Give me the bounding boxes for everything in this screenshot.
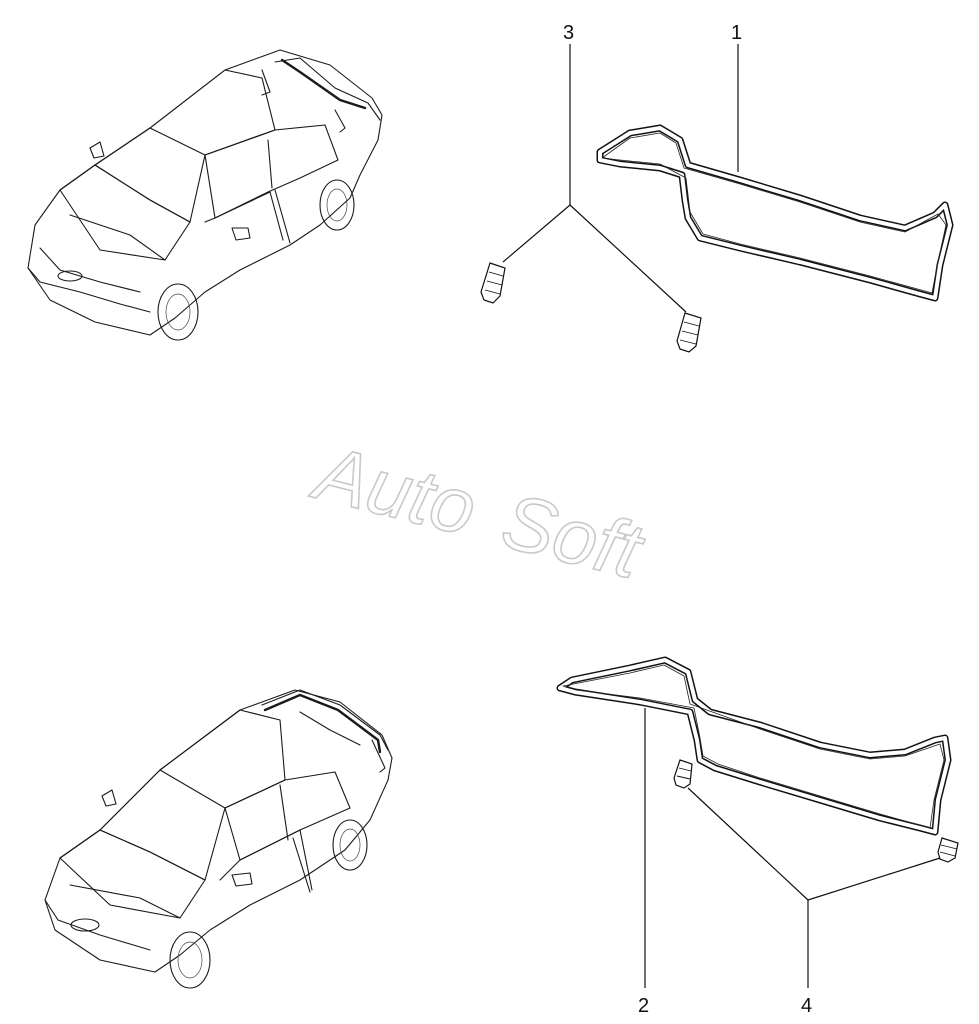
plug-part-3-left: [480, 262, 506, 304]
plug-part-3-right: [676, 312, 702, 353]
car-sedan-icon: [27, 49, 383, 341]
watermark-text-2: Soft: [494, 476, 653, 596]
hatch-seal-part-2: [556, 656, 952, 836]
car-liftback-icon: [44, 689, 393, 989]
watermark: Auto Soft: [303, 426, 654, 596]
callout-leaders-bottom: [644, 708, 941, 988]
callout-1: 1: [731, 22, 742, 44]
callout-leaders-top: [502, 44, 739, 313]
callout-2: 2: [638, 995, 649, 1017]
plug-part-4-left: [673, 759, 693, 789]
callout-4: 4: [801, 995, 812, 1017]
plug-part-4-right: [937, 837, 959, 863]
watermark-text-1: Auto: [304, 427, 485, 552]
trunk-seal-part-1: [596, 124, 954, 302]
callout-3: 3: [563, 22, 574, 44]
